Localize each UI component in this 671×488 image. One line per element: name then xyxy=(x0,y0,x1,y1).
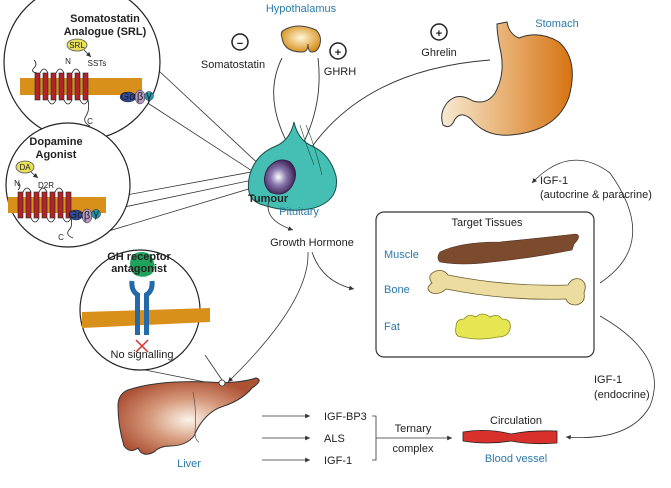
somatostatin-signal: − Somatostatin xyxy=(201,33,265,71)
gh-release-arrow xyxy=(267,199,294,231)
igf1-autocrine-arrow xyxy=(531,159,633,284)
tissue-bone-label: Bone xyxy=(384,284,410,296)
da-receptor-label: D2R xyxy=(38,181,54,190)
minus-icon: − xyxy=(237,38,243,50)
bone-icon xyxy=(427,270,586,306)
gh-to-liver-arrow xyxy=(227,251,309,383)
stomach-label: Stomach xyxy=(535,18,578,30)
da-c-label: C xyxy=(58,233,64,242)
circulation-label: Circulation xyxy=(490,415,542,427)
igf1-endocrine-arrow xyxy=(565,315,655,440)
srl-gamma: γ xyxy=(146,90,152,102)
srl-ligand-label: SRL xyxy=(69,41,85,50)
igf1-endocrine-label-1: IGF-1 xyxy=(594,374,622,386)
da-n-label: N xyxy=(14,179,20,188)
tissue-muscle-label: Muscle xyxy=(384,249,419,261)
pituitary-label: Pituitary xyxy=(279,206,319,218)
srl-c-label: C xyxy=(87,117,93,126)
pituitary: Tumour Pituitary xyxy=(247,121,338,218)
somatostatin-label: Somatostatin xyxy=(201,59,265,71)
srl-title-1: Somatostatin xyxy=(70,13,140,25)
da-title-2: Agonist xyxy=(36,149,77,161)
tissue-fat-label: Fat xyxy=(384,321,400,333)
product-als: ALS xyxy=(324,433,345,445)
liver-product-arrows xyxy=(262,413,310,463)
da-title-1: Dopamine xyxy=(29,136,82,148)
ternary-label-1: Ternary xyxy=(395,423,432,435)
hypothalamus-label: Hypothalamus xyxy=(266,3,337,15)
igf1-autocrine-label-2: (autocrine & paracrine) xyxy=(540,189,652,201)
ternary-label-2: complex xyxy=(393,443,434,455)
tumour-label: Tumour xyxy=(248,193,289,205)
growth-hormone-label: Growth Hormone xyxy=(270,237,354,249)
product-igf1: IGF-1 xyxy=(324,455,352,467)
igf1-autocrine-label-1: IGF-1 xyxy=(540,175,568,187)
da-gamma: γ xyxy=(93,208,99,220)
liver-label: Liver xyxy=(177,458,201,470)
plus-icon: + xyxy=(335,47,341,59)
target-tissues-box: Target Tissues Muscle Bone Fat xyxy=(375,211,595,358)
ternary-bracket xyxy=(372,415,452,461)
inset-gh-receptor-antagonist: GH receptor antagonist No signalling xyxy=(79,249,210,371)
da-ligand-label: DA xyxy=(19,163,31,172)
gh-to-tissues-arrow xyxy=(311,251,355,291)
ghra-title-2: antagonist xyxy=(111,263,167,275)
fat-icon xyxy=(455,313,511,340)
stomach: Stomach xyxy=(441,18,579,136)
inset-dopamine-agonist: Dopamine Agonist DA D2R N C Gα β γ xyxy=(5,122,131,248)
gh-receptor-site xyxy=(218,379,226,387)
ghrelin-signal: + Ghrelin xyxy=(421,23,457,59)
inset-somatostatin-analogue: Somatostatin Analogue (SRL) SRL SSTs N C… xyxy=(3,0,161,141)
muscle-icon xyxy=(437,233,579,265)
ghrh-label: GHRH xyxy=(324,66,356,78)
blood-vessel: Circulation Blood vessel xyxy=(462,415,558,465)
srl-receptor-label: SSTs xyxy=(88,59,107,68)
srl-title-2: Analogue (SRL) xyxy=(64,26,147,38)
product-igfbp3: IGF-BP3 xyxy=(324,411,367,423)
da-beta: β xyxy=(84,210,90,222)
da-galpha: Gα xyxy=(69,209,85,221)
hypothalamus: Hypothalamus xyxy=(266,3,337,53)
srl-beta: β xyxy=(137,91,143,103)
target-tissues-title: Target Tissues xyxy=(452,217,523,229)
ghra-note: No signalling xyxy=(111,349,174,361)
ghrelin-label: Ghrelin xyxy=(421,47,456,59)
ghra-title-1: GH receptor xyxy=(107,251,171,263)
plus-icon: + xyxy=(436,28,442,40)
srl-n-label: N xyxy=(65,57,71,66)
liver: Liver xyxy=(117,377,260,470)
igf1-endocrine-label-2: (endocrine) xyxy=(594,389,650,401)
blood-vessel-label: Blood vessel xyxy=(485,453,547,465)
ghrh-signal: + GHRH xyxy=(324,42,356,78)
srl-galpha: Gα xyxy=(121,91,137,103)
